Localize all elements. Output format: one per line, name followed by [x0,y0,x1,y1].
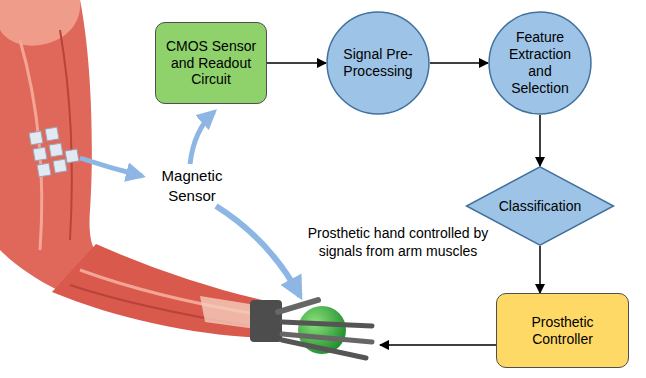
hand-base [250,300,282,342]
forearm [52,244,266,338]
process-box: Prosthetic Controller [496,293,629,368]
upper-arm [0,0,104,292]
shoulder-cap [0,0,80,46]
node-text: Prosthetic Controller [506,314,619,348]
diamond-shape [467,167,614,245]
sensor-tile [37,163,51,177]
sensor-label: Magnetic Sensor [150,166,234,205]
hand-finger [282,322,372,326]
sensor-tile [29,131,43,145]
sensor-tile [49,143,63,157]
sensor-tile [33,147,47,161]
process-box: CMOS Sensor and Readout Circuit [155,22,267,104]
sensor-tile [53,159,67,173]
control-arrow [380,344,496,346]
process-circle: Signal Pre-Processing [326,11,430,115]
flow-arrow [267,62,326,64]
sensor-tiles [29,127,79,177]
pointer-arrow [216,206,300,296]
caption-note: Prosthetic hand controlled by signals fr… [292,224,504,260]
flow-arrow [430,62,488,64]
node-text: Signal Pre-Processing [338,46,418,80]
hand-finger [282,340,366,358]
circle-shape [489,12,591,114]
node-text: CMOS Sensor and Readout Circuit [164,38,259,88]
sensor-tile [65,149,79,163]
process-circle: Feature Extraction and Selection [488,11,592,115]
sensor-tile [45,127,59,141]
pointer-arrow [80,158,142,176]
circle-shape [327,12,429,114]
flow-arrow [539,115,541,166]
pointer-arrow [190,112,214,164]
flow-arrow [539,246,541,293]
muscle-line [60,30,72,240]
node-text: Classification [499,198,581,215]
node-text: Feature Extraction and Selection [500,29,580,96]
